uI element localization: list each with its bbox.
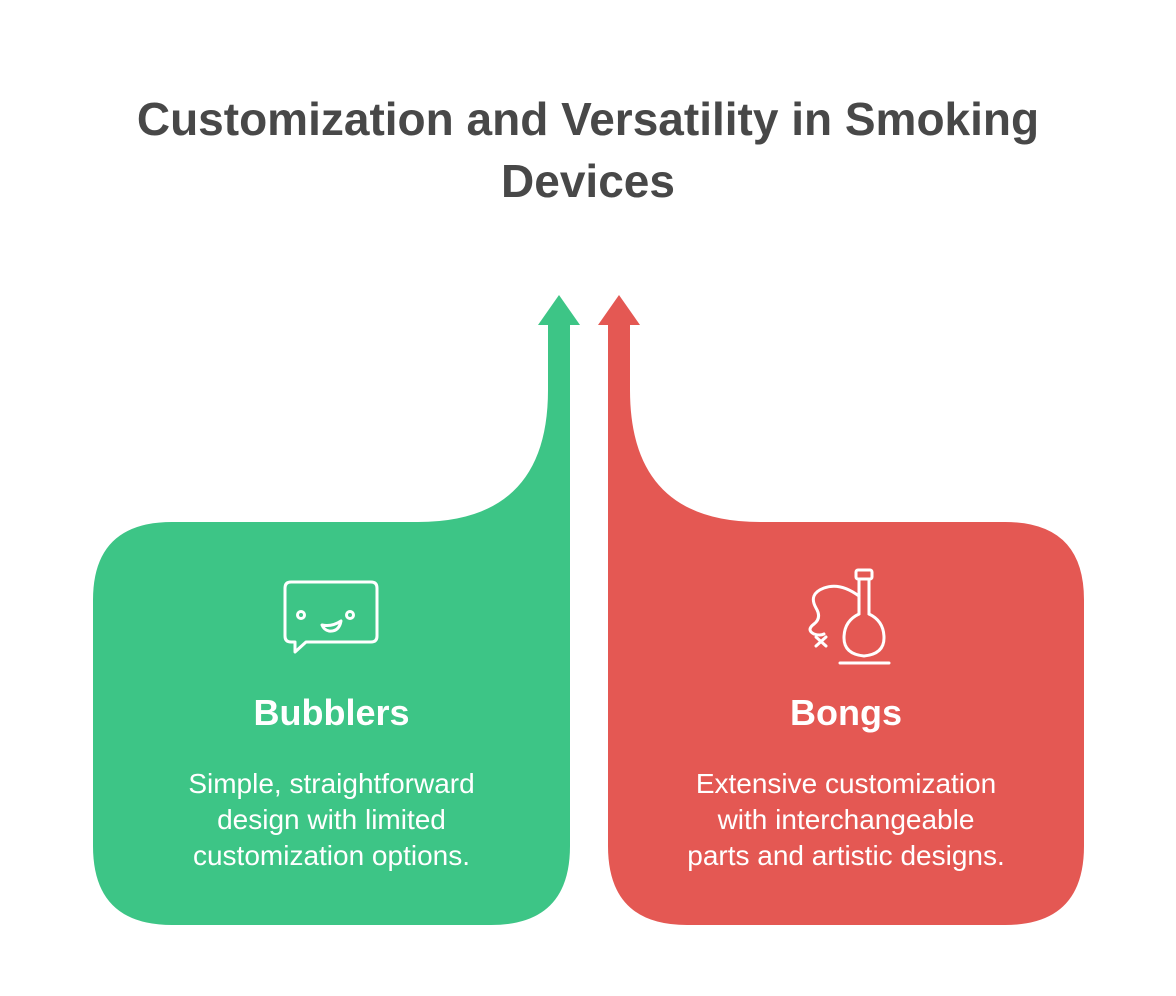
title-line-1: Customization and Versatility in Smoking: [136, 93, 1040, 145]
bubblers-description: Simple, straightforward design with limi…: [93, 766, 570, 874]
bongs-description: Extensive customization with interchange…: [608, 766, 1084, 874]
bongs-desc-line-2: with interchangeable: [717, 804, 975, 835]
speech-bubble-face-icon: [281, 577, 381, 677]
title-line-2: Devices: [501, 155, 675, 207]
bubblers-heading: Bubblers: [253, 692, 410, 733]
bongs-desc-line-1: Extensive customization: [695, 768, 997, 799]
bubblers-desc-line-2: design with limited: [217, 804, 446, 835]
bongs-heading: Bongs: [790, 692, 902, 733]
diagram-title: Customization and Versatility in Smoking…: [88, 88, 1088, 212]
bubblers-desc-line-3: customization options.: [192, 840, 471, 871]
bongs-card-shape: [598, 295, 1084, 925]
bong-icon: [800, 566, 900, 666]
bongs-desc-line-3: parts and artistic designs.: [687, 840, 1005, 871]
bubblers-desc-line-1: Simple, straightforward: [188, 768, 475, 799]
bubblers-card-shape: [93, 295, 580, 925]
